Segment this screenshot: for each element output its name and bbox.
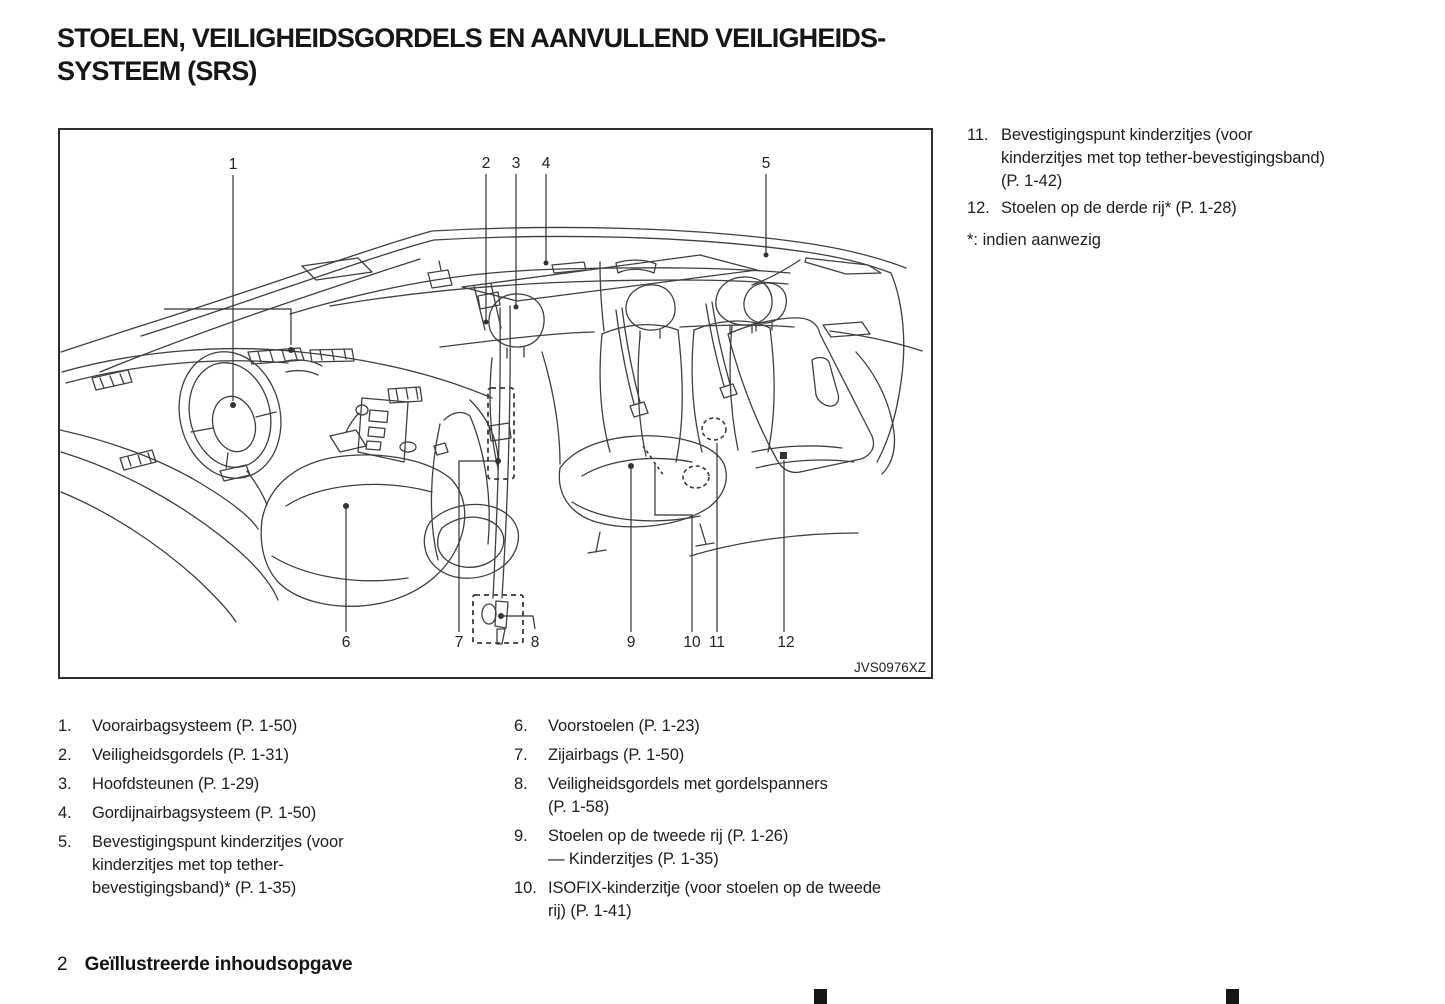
legend-item-number: 3. xyxy=(58,775,72,793)
page-number: 2 xyxy=(57,954,68,975)
legend-item-text: Veiligheidsgordels (P. 1-31) xyxy=(92,746,289,764)
legend-item-8: 8. Veiligheidsgordels met gordelspanners… xyxy=(514,773,964,819)
legend-item-text: Bevestigingspunt kinderzitjes (voor kind… xyxy=(1001,126,1325,190)
legend-right-column: 11. Bevestigingspunt kinderzitjes (voor … xyxy=(967,124,1407,252)
legend-item-3: 3. Hoofdsteunen (P. 1-29) xyxy=(58,773,488,796)
legend-item-text: Voorairbagsysteem (P. 1-50) xyxy=(92,717,298,735)
callout-1: 1 xyxy=(229,156,238,173)
legend-item-text: Hoofdsteunen (P. 1-29) xyxy=(92,775,260,793)
legend-item-2: 2. Veiligheidsgordels (P. 1-31) xyxy=(58,744,488,767)
print-mark-left xyxy=(814,989,827,1004)
callout-10: 10 xyxy=(683,634,701,651)
callout-6: 6 xyxy=(342,634,351,651)
callout-leader-lines xyxy=(164,174,785,632)
legend-item-12: 12. Stoelen op de derde rij* (P. 1-28) xyxy=(967,197,1407,220)
callout-8: 8 xyxy=(531,634,540,651)
legend-item-number: 8. xyxy=(514,775,528,793)
legend-bottom-left-column: 1. Voorairbagsysteem (P. 1-50) 2. Veilig… xyxy=(58,715,488,906)
callout-numbers: 1 2 3 4 5 6 7 8 9 10 11 12 xyxy=(229,155,795,651)
legend-item-text: Gordijnairbagsysteem (P. 1-50) xyxy=(92,804,317,822)
pretensioner-dashed-box xyxy=(472,594,524,644)
legend-item-number: 9. xyxy=(514,827,528,845)
page-footer: 2 Geïllustreerde inhoudsopgave xyxy=(57,954,353,976)
footer-section-title: Geïllustreerde inhoudsopgave xyxy=(84,954,353,975)
legend-item-text: ISOFIX-kinderzitje (voor stoelen op de t… xyxy=(548,879,882,920)
page-title: STOELEN, VEILIGHEIDSGORDELS EN AANVULLEN… xyxy=(57,23,886,86)
legend-item-text: Zijairbags (P. 1-50) xyxy=(548,746,685,764)
legend-item-number: 4. xyxy=(58,804,72,822)
tether-anchor-dashed-circle xyxy=(701,417,727,441)
legend-item-text: Stoelen op de tweede rij (P. 1-26) — Kin… xyxy=(548,827,789,868)
hidden-component-markers xyxy=(472,387,727,644)
legend-item-4: 4. Gordijnairbagsysteem (P. 1-50) xyxy=(58,802,488,825)
print-mark-right xyxy=(1226,989,1239,1004)
legend-item-number: 2. xyxy=(58,746,72,764)
car-interior-diagram: 1 2 3 4 5 6 7 8 9 10 11 12 JVS0976XZ xyxy=(60,155,926,675)
callout-7: 7 xyxy=(455,634,464,651)
figure-code: JVS0976XZ xyxy=(854,660,926,675)
legend-item-number: 7. xyxy=(514,746,528,764)
isofix-anchor-dashed-circle xyxy=(682,465,710,489)
legend-item-text: Voorstoelen (P. 1-23) xyxy=(548,717,700,735)
legend-item-9: 9. Stoelen op de tweede rij (P. 1-26) — … xyxy=(514,825,964,871)
legend-item-text: Bevestigingspunt kinderzitjes (voor kind… xyxy=(92,833,344,897)
callout-12: 12 xyxy=(777,634,794,651)
legend-item-number: 1. xyxy=(58,717,72,735)
legend-item-11: 11. Bevestigingspunt kinderzitjes (voor … xyxy=(967,124,1407,193)
legend-item-10: 10. ISOFIX-kinderzitje (voor stoelen op … xyxy=(514,877,964,923)
callout-4: 4 xyxy=(542,155,551,172)
legend-item-7: 7. Zijairbags (P. 1-50) xyxy=(514,744,964,767)
car-line-art xyxy=(60,226,923,645)
legend-footnote: *: indien aanwezig xyxy=(967,231,1101,249)
legend-item-number: 10. xyxy=(514,879,537,897)
side-airbag-dashed-box xyxy=(487,387,515,480)
callout-11: 11 xyxy=(709,634,725,651)
legend-item-text: Veiligheidsgordels met gordelspanners (P… xyxy=(548,775,828,816)
legend-item-1: 1. Voorairbagsysteem (P. 1-50) xyxy=(58,715,488,738)
legend-item-text: Stoelen op de derde rij* (P. 1-28) xyxy=(1001,199,1237,217)
callout-5: 5 xyxy=(762,155,771,172)
legend-item-number: 6. xyxy=(514,717,528,735)
legend-item-5: 5. Bevestigingspunt kinderzitjes (voor k… xyxy=(58,831,488,900)
legend-item-number: 12. xyxy=(967,199,990,217)
legend-item-number: 5. xyxy=(58,833,72,851)
callout-3: 3 xyxy=(512,155,521,172)
callout-2: 2 xyxy=(482,155,491,172)
legend-bottom-right-column: 6. Voorstoelen (P. 1-23) 7. Zijairbags (… xyxy=(514,715,964,929)
callout-9: 9 xyxy=(627,634,636,651)
figure-box: 1 2 3 4 5 6 7 8 9 10 11 12 JVS0976XZ xyxy=(58,128,933,679)
callout-endpoint-dots xyxy=(230,252,787,619)
legend-item-6: 6. Voorstoelen (P. 1-23) xyxy=(514,715,964,738)
legend-item-number: 11. xyxy=(967,126,989,144)
